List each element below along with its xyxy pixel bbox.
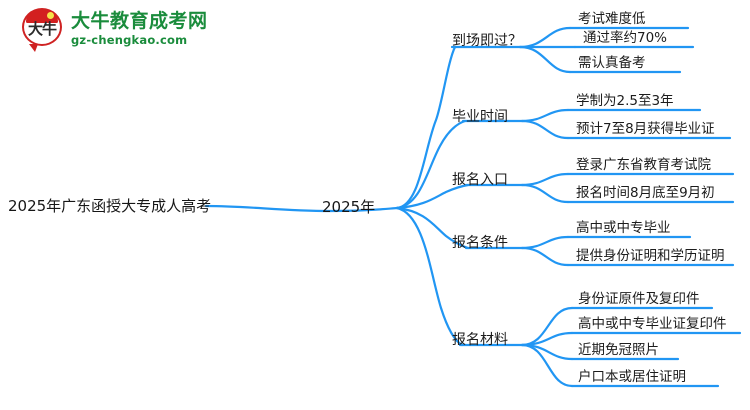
leaf-node-recent-photo[interactable]: 近期免冠照片 [578, 342, 659, 358]
branch-node-registration-portal[interactable]: 报名入口 [452, 172, 508, 188]
leaf-node-exam-easy[interactable]: 考试难度低 [578, 11, 646, 27]
leaf-node-registration-window[interactable]: 报名时间8月底至9月初 [576, 185, 715, 201]
leaf-node-identity-education-proof[interactable]: 提供身份证明和学历证明 [576, 248, 725, 264]
leaf-node-certificate-month[interactable]: 预计7至8月获得毕业证 [576, 121, 715, 137]
site-logo: 大牛 大牛教育成考网 gz-chengkao.com [22, 8, 208, 52]
logo-glyph-text: 大牛 [27, 20, 57, 38]
branch-node-graduation-time[interactable]: 毕业时间 [452, 109, 508, 125]
branch-node-exam-difficulty[interactable]: 到场即过？ [452, 33, 522, 49]
leaf-node-education-level[interactable]: 高中或中专毕业 [576, 220, 671, 236]
logo-wordmark: 大牛教育成考网 gz-chengkao.com [71, 9, 208, 47]
logo-site-name: 大牛教育成考网 [71, 9, 208, 32]
leaf-node-pass-rate[interactable]: 通过率约70% [583, 30, 668, 46]
branch-node-registration-requirements[interactable]: 报名条件 [452, 235, 508, 251]
leaf-node-residence-proof[interactable]: 户口本或居住证明 [578, 369, 686, 385]
root-node-label[interactable]: 2025年广东函授大专成人高考 [8, 197, 212, 215]
leaf-node-diploma-copy[interactable]: 高中或中专毕业证复印件 [578, 316, 727, 332]
logo-bull-icon: 大牛 [22, 8, 64, 52]
logo-cap-dot-icon [47, 12, 54, 19]
branch-node-registration-materials[interactable]: 报名材料 [452, 332, 508, 348]
leaf-node-login-exam-authority[interactable]: 登录广东省教育考试院 [576, 157, 711, 173]
center-node-label[interactable]: 2025年 [322, 198, 376, 216]
logo-bubble-tail-icon [29, 44, 38, 52]
leaf-node-id-card-copy[interactable]: 身份证原件及复印件 [578, 291, 700, 307]
leaf-node-study-length[interactable]: 学制为2.5至3年 [576, 93, 674, 109]
logo-site-url: gz-chengkao.com [71, 32, 188, 47]
leaf-node-prepare-seriously[interactable]: 需认真备考 [578, 55, 646, 71]
logo-cap-icon [26, 10, 58, 23]
